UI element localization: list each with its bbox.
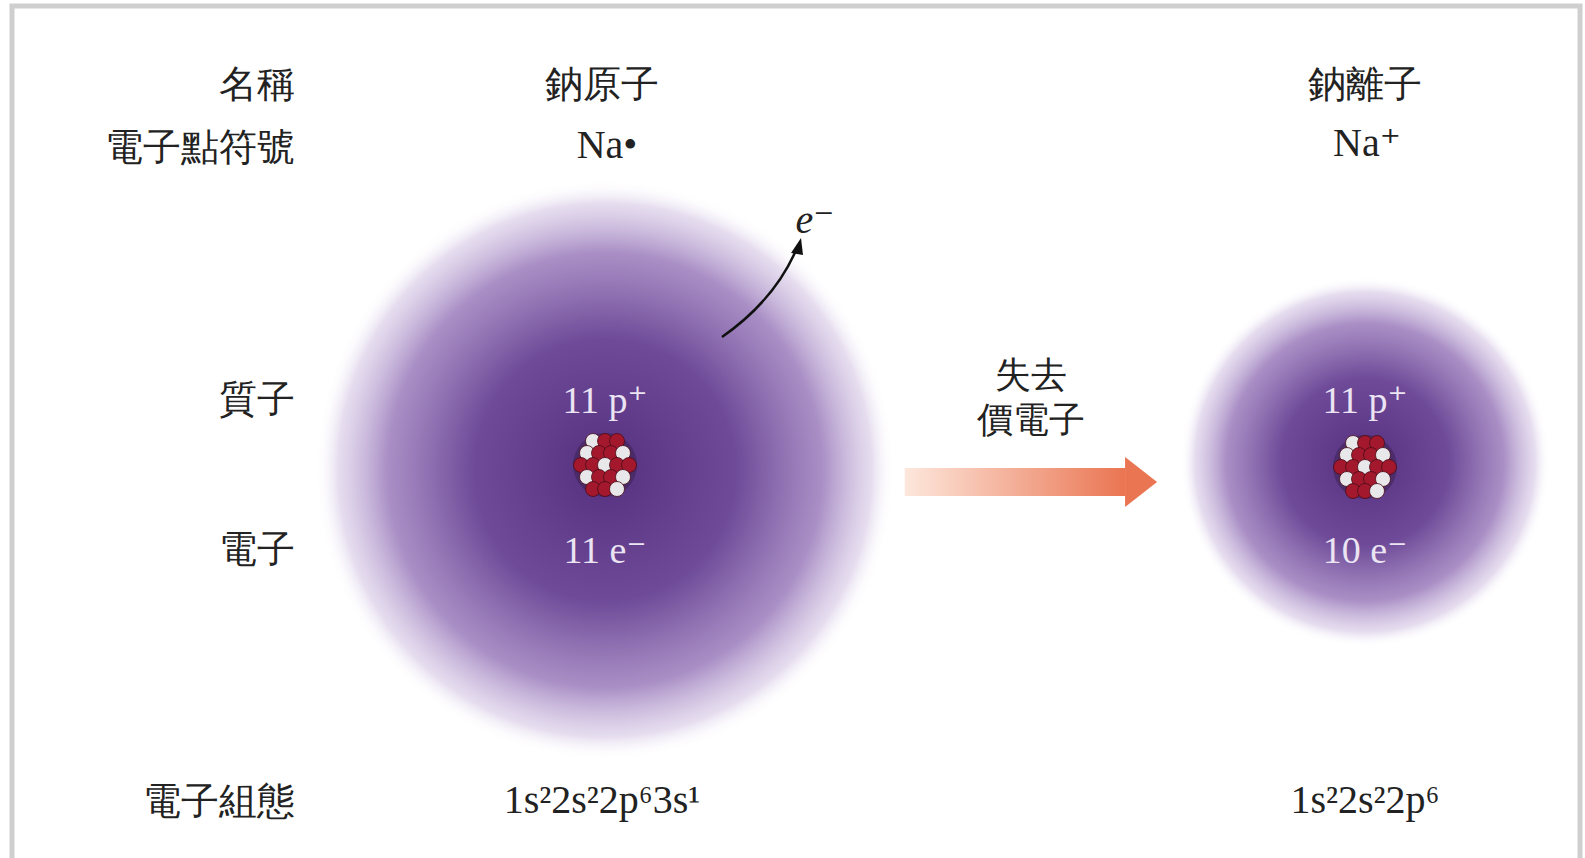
nucleus [1333,435,1397,499]
row-label: 電子組態 [143,780,295,824]
electron-cloud [1180,277,1550,647]
arrow-head [1125,457,1157,507]
row-label: 質子 [219,378,295,422]
electron-dot-symbol: Na• [577,122,638,168]
electron-configuration: 1s²2s²2p⁶ [1290,777,1439,823]
nucleus [573,433,637,497]
electron-count: 11 e⁻ [563,528,646,572]
row-label: 電子點符號 [105,126,295,170]
electron-escape-path [722,248,797,337]
reaction-arrow [905,457,1157,507]
arrow-shaft [905,468,1125,496]
electron-cloud-shape [315,180,895,760]
row-label: 電子 [219,528,295,572]
proton-count: 11 p⁺ [562,378,647,422]
row-label: 鈉離子 [1308,63,1422,107]
electron-configuration: 1s²2s²2p⁶3s¹ [504,777,701,823]
row-label: 鈉原子 [545,63,659,107]
atom-cloud: 11 p⁺ 11 e⁻ [315,180,895,760]
frame-border [12,6,1580,858]
arrow-label: 失去 價電子 [970,352,1092,442]
row-label: 名稱 [219,63,295,107]
nucleon [610,482,625,497]
electron-cloud [315,180,895,760]
proton-count: 11 p⁺ [1322,378,1407,422]
atom-cloud: 11 p⁺ 10 e⁻ [1180,277,1550,647]
electron-cloud-shape [1180,277,1550,647]
electron-count: 10 e⁻ [1323,528,1407,572]
nucleon [1370,484,1385,499]
electron-symbol: e⁻ [796,197,835,243]
electron-dot-symbol: Na⁺ [1333,120,1401,166]
